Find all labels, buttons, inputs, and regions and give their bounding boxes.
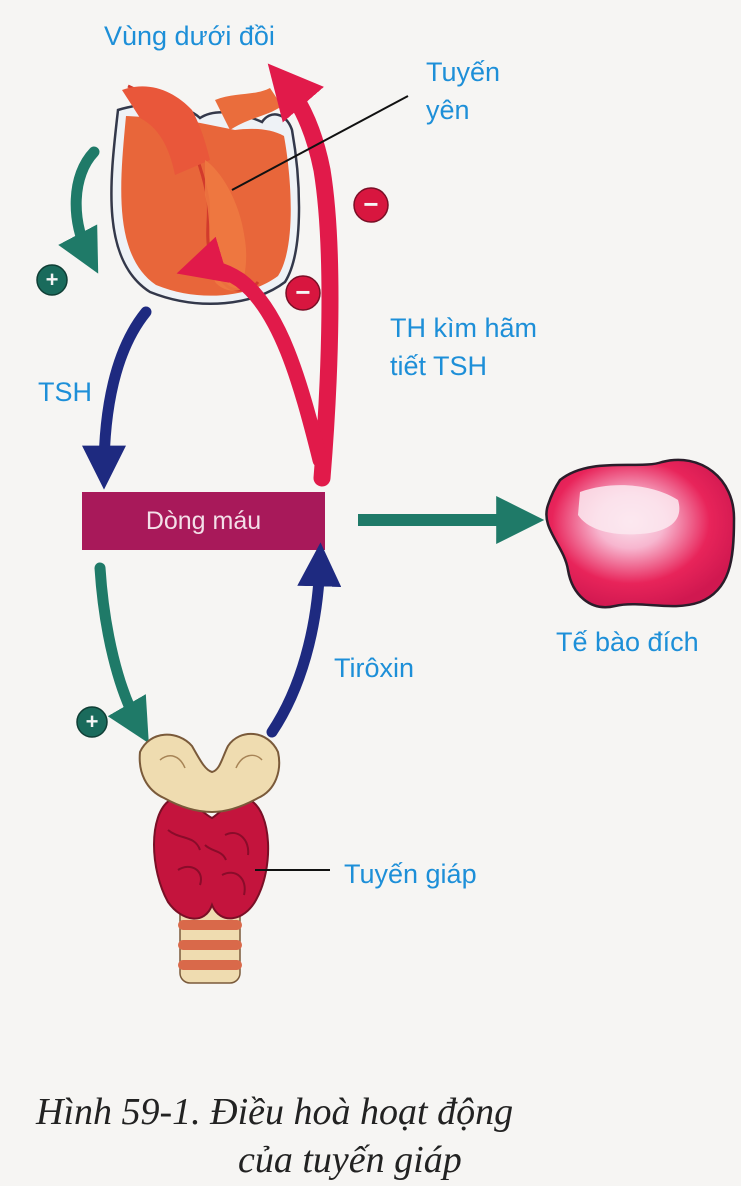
svg-text:+: + [86, 709, 99, 734]
bloodstream-label: Dòng máu [82, 492, 325, 550]
tsh-label: TSH [38, 374, 92, 410]
minus-sign-lower: − [286, 276, 320, 310]
svg-text:−: − [295, 277, 310, 307]
tsh-arrow [104, 312, 146, 472]
minus-sign-upper: − [354, 188, 388, 222]
hypothalamus-stimulation-arrow [76, 152, 94, 258]
svg-text:+: + [46, 267, 59, 292]
figure-caption-line1: Hình 59-1. Điều hoà hoạt động [36, 1090, 513, 1134]
thyroxin-arrow [272, 560, 320, 732]
th-inhibit-label-line2: tiết TSH [390, 348, 487, 384]
thyroid-gland [140, 734, 279, 983]
target-cell-label: Tế bào đích [556, 624, 699, 660]
pituitary-label-line1: Tuyến [426, 54, 500, 90]
thyroid-label: Tuyến giáp [344, 856, 477, 892]
th-inhibit-label-line1: TH kìm hãm [390, 310, 537, 346]
plus-sign-hypothalamus: + [37, 265, 67, 295]
figure-caption-line2: của tuyến giáp [238, 1138, 462, 1182]
stimulation-arrow-to-thyroid [100, 568, 140, 728]
plus-sign-thyroid: + [77, 707, 107, 737]
pituitary-label-line2: yên [426, 92, 470, 128]
target-cell [546, 460, 734, 607]
thyroxin-label: Tirôxin [334, 650, 414, 686]
hypothalamus-label: Vùng dưới đồi [104, 18, 275, 54]
svg-text:−: − [363, 189, 378, 219]
